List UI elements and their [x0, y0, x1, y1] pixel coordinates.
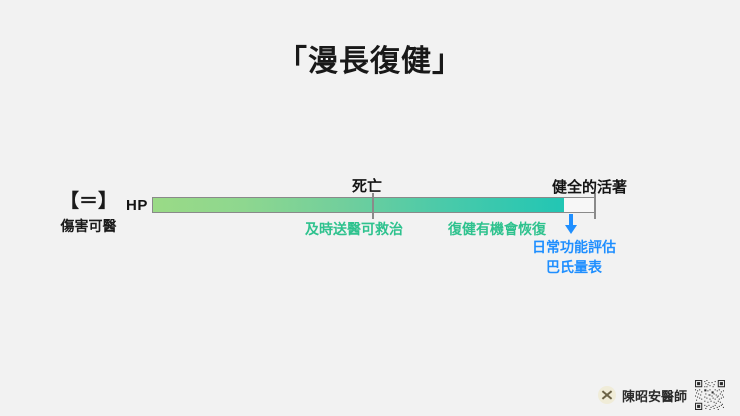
footer-branding: 陳昭安醫師: [598, 380, 726, 410]
caption-rehab: 復健有機會恢復: [448, 221, 546, 237]
page-title: 「漫長復健」: [277, 45, 463, 78]
caption-rescue: 及時送醫可救治: [305, 221, 403, 237]
left-descriptor-text: 傷害可醫: [60, 217, 117, 234]
hp-label: HP: [126, 197, 148, 214]
brand-circle-logo-icon: [598, 386, 616, 404]
hp-bar-tick-healthy: [594, 193, 596, 219]
arrow-down-icon: [565, 214, 577, 234]
arrow-head: [565, 225, 577, 234]
left-descriptor-symbol: 【＝】: [59, 191, 117, 212]
left-descriptor: 【＝】 傷害可醫: [36, 190, 141, 235]
hp-bar-tick-death: [372, 193, 374, 219]
hp-bar-fill: [153, 198, 565, 212]
hp-bar-track: [152, 193, 596, 219]
brand-name: 陳昭安醫師: [622, 388, 688, 404]
assessment-caption: 日常功能評估 巴氏量表: [524, 237, 624, 278]
qr-code-icon: [695, 380, 726, 410]
marker-death: 死亡: [352, 178, 383, 195]
assessment-line-2: 巴氏量表: [546, 259, 602, 276]
arrow-shaft: [569, 214, 573, 227]
marker-healthy: 健全的活著: [552, 179, 628, 196]
assessment-line-1: 日常功能評估: [532, 239, 616, 255]
